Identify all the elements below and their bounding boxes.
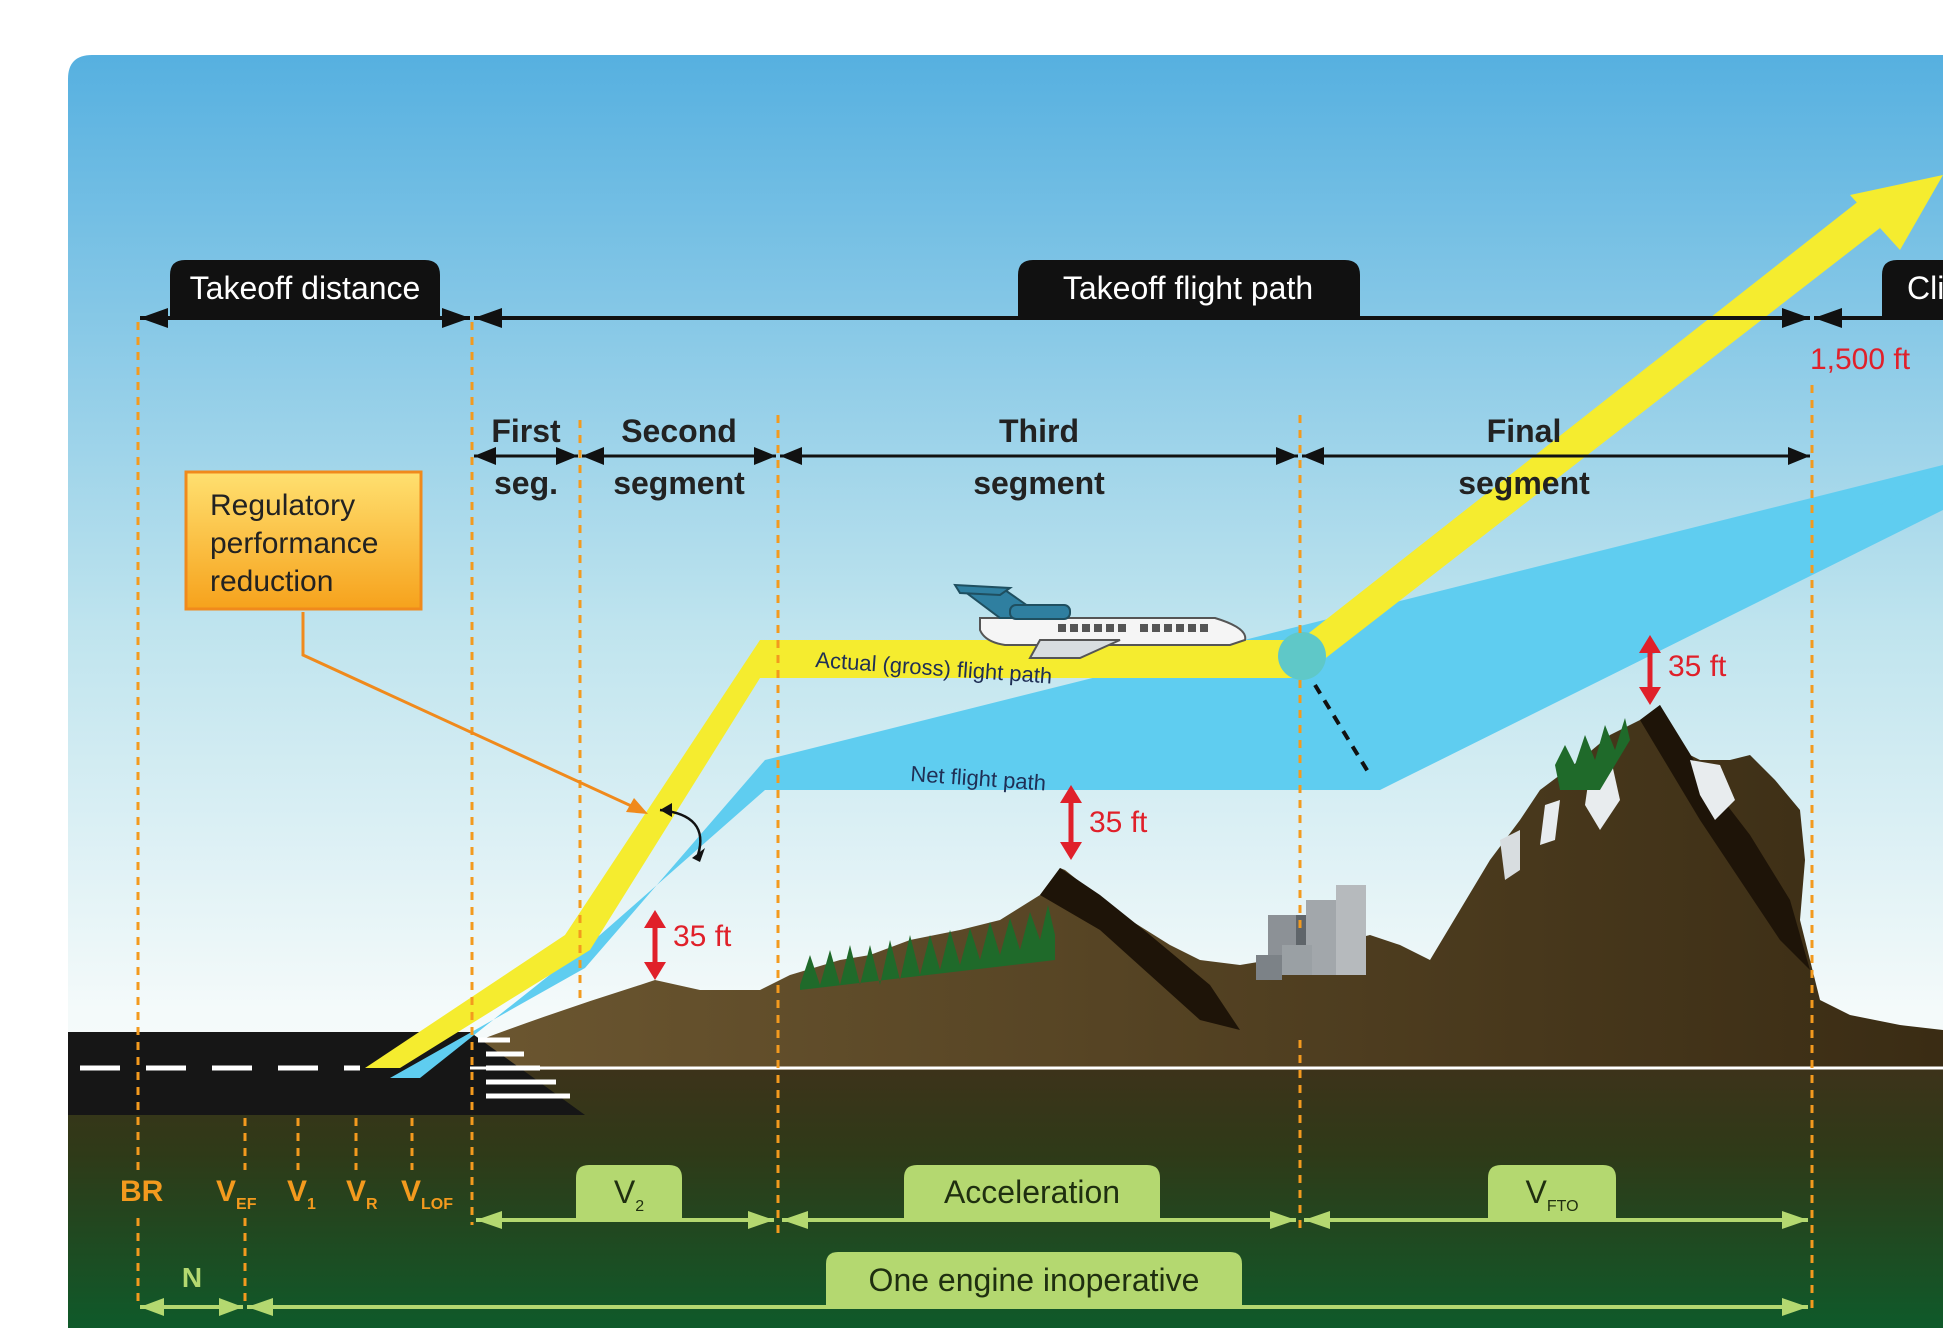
regulatory-reduction-box bbox=[184, 470, 423, 611]
altitude-label: 1,500 ft bbox=[1810, 343, 1911, 376]
callout-line3: reduction bbox=[210, 565, 333, 598]
clearance-label-first: 35 ft bbox=[673, 920, 732, 953]
acceleration-label: Acceleration bbox=[944, 1174, 1120, 1210]
acceleration-pill bbox=[904, 1165, 1160, 1220]
gross-path-arrowhead bbox=[1850, 175, 1943, 250]
guide-lines bbox=[136, 322, 1814, 1308]
vef-label: VEF bbox=[216, 1175, 257, 1213]
second-segment-line1: Second bbox=[621, 413, 737, 449]
v1-label: V1 bbox=[287, 1175, 316, 1213]
clearance-label-third: 35 ft bbox=[1668, 650, 1727, 683]
vlof-label: VLOF bbox=[401, 1175, 453, 1213]
one-engine-inoperative-pill bbox=[826, 1252, 1242, 1307]
v2-label: V2 bbox=[614, 1174, 644, 1215]
gross-flight-path bbox=[365, 640, 1300, 1068]
climb-label: Cli bbox=[1907, 270, 1943, 306]
net-flight-path bbox=[390, 465, 1943, 1078]
final-segment-line2: segment bbox=[1458, 465, 1590, 501]
vfto-label: VFTO bbox=[1525, 1174, 1578, 1215]
terrain bbox=[480, 705, 1943, 1070]
takeoff-distance-label: Takeoff distance bbox=[190, 270, 421, 306]
callout-line2: performance bbox=[210, 527, 378, 560]
runway bbox=[68, 1032, 1943, 1115]
v2-pill bbox=[576, 1165, 682, 1220]
first-segment-line1: First bbox=[491, 413, 561, 449]
takeoff-flight-path-label: Takeoff flight path bbox=[1063, 270, 1313, 306]
callout-leader bbox=[301, 612, 641, 812]
third-segment-line1: Third bbox=[999, 413, 1079, 449]
vfto-pill bbox=[1488, 1165, 1616, 1220]
second-segment-line2: segment bbox=[613, 465, 745, 501]
callout-line1: Regulatory bbox=[210, 489, 355, 522]
n-label: N bbox=[182, 1262, 202, 1293]
net-path-arrowhead bbox=[1880, 465, 1943, 505]
callout-leader-head bbox=[626, 798, 648, 814]
takeoff-flight-path-pill bbox=[1018, 260, 1360, 318]
vr-label: VR bbox=[346, 1175, 378, 1213]
takeoff-distance-pill bbox=[170, 260, 440, 318]
final-segment-line1: Final bbox=[1487, 413, 1562, 449]
climb-pill bbox=[1882, 260, 1943, 318]
one-engine-inoperative-label: One engine inoperative bbox=[869, 1262, 1200, 1298]
segment-arrows bbox=[474, 447, 1810, 465]
third-segment-line2: segment bbox=[973, 465, 1105, 501]
first-segment-line2: seg. bbox=[494, 465, 558, 501]
brake-release-label: BR bbox=[120, 1175, 164, 1208]
airplane bbox=[953, 583, 1247, 659]
engine-failure-point bbox=[1278, 632, 1326, 680]
clearance-arrows bbox=[644, 635, 1661, 980]
clearance-label-second: 35 ft bbox=[1089, 806, 1148, 839]
